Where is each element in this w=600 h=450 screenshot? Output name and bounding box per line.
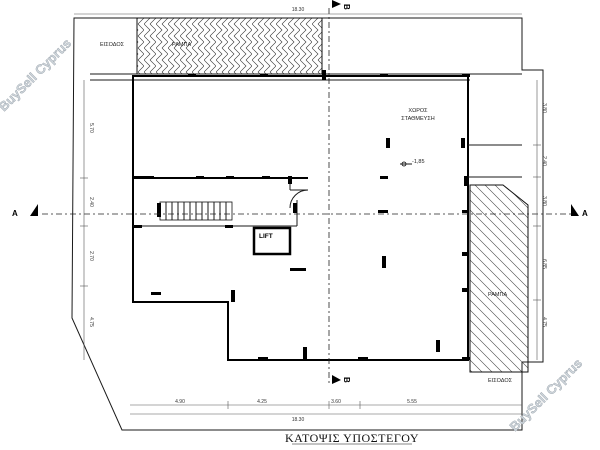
dim-top-total: 18.30 xyxy=(292,7,305,13)
ramp-label-top: ΡΑΜΠΑ xyxy=(172,42,191,48)
column xyxy=(157,203,161,217)
column xyxy=(378,210,388,213)
dim-right-part: 3.80 xyxy=(541,103,547,113)
column xyxy=(464,176,468,186)
door-swing xyxy=(289,189,309,209)
column xyxy=(231,290,235,302)
dim-bottom-part: 3.60 xyxy=(331,399,341,405)
column xyxy=(322,70,326,80)
dim-right-part: 6.85 xyxy=(541,259,547,269)
dim-bottom-part: 4.25 xyxy=(257,399,267,405)
section-arrow-a-left xyxy=(30,204,38,216)
watermark-left: BuySell Cyprus xyxy=(0,36,74,115)
entrance-label-bottom: ΕΙΣΟΔΟΣ xyxy=(488,378,513,384)
column xyxy=(462,288,468,292)
stair xyxy=(159,201,233,221)
ramp-label-right: ΡΑΜΠΑ xyxy=(488,292,507,298)
column xyxy=(188,74,196,77)
entrance-label-top: ΕΙΣΟΔΟΣ xyxy=(100,42,125,48)
plan-labels: ΕΙΣΟΔΟΣ ΡΑΜΠΑ ΧΩΡΟΣ ΣΤΑΘΜΕΥΣΗ -1,85 LIFT… xyxy=(100,42,513,384)
column xyxy=(196,176,204,179)
site-boundary xyxy=(71,17,544,431)
parking-label-2: ΣΤΑΘΜΕΥΣΗ xyxy=(401,116,435,122)
dim-right-part: 4.75 xyxy=(541,317,547,327)
column xyxy=(134,176,154,179)
dim-right-part: 2.40 xyxy=(541,156,547,166)
dim-bottom-part: 4.90 xyxy=(175,399,185,405)
column xyxy=(462,210,468,213)
lift-label: LIFT xyxy=(259,233,273,240)
section-arrow-b-top xyxy=(332,0,341,8)
column xyxy=(260,74,268,77)
column xyxy=(358,357,368,360)
parking-label-1: ΧΩΡΟΣ xyxy=(408,108,428,114)
column xyxy=(462,252,468,256)
dim-left-part: 2.70 xyxy=(88,251,94,261)
columns xyxy=(134,70,470,360)
column xyxy=(290,268,306,271)
section-lines xyxy=(30,0,579,386)
column xyxy=(151,292,161,295)
column xyxy=(382,256,386,268)
section-arrow-a-right xyxy=(571,204,579,216)
dimension-lines xyxy=(74,13,541,415)
dim-left-part: 5.70 xyxy=(88,123,94,133)
section-a-right: A xyxy=(582,209,588,218)
column xyxy=(134,225,142,228)
section-b-bottom: B xyxy=(342,377,351,383)
dim-left-part: 2.40 xyxy=(88,197,94,207)
column xyxy=(258,357,268,360)
level-label: -1,85 xyxy=(412,159,425,165)
column xyxy=(462,74,470,77)
column xyxy=(288,176,292,184)
column xyxy=(380,176,388,179)
column xyxy=(226,176,234,179)
drawing-title: ΚΑΤΟΨΙΣ ΥΠΟΣΤΕΓΟΥ xyxy=(285,431,419,445)
column xyxy=(380,74,388,77)
building-outline xyxy=(132,75,522,361)
section-arrow-b-bottom xyxy=(332,375,341,384)
section-letters: A A B B xyxy=(12,4,588,383)
section-b-top: B xyxy=(342,4,351,10)
column xyxy=(262,176,270,179)
top-ramp xyxy=(90,17,522,81)
dim-bottom-total: 18.30 xyxy=(292,417,305,423)
column xyxy=(436,340,440,352)
dim-right-part: 3.80 xyxy=(541,196,547,206)
section-a-left: A xyxy=(12,209,18,218)
column xyxy=(461,138,465,148)
dim-left-part: 4.75 xyxy=(88,317,94,327)
dimension-labels: 18.30 18.30 4.90 4.25 3.60 5.55 5.70 2.4… xyxy=(88,7,547,423)
column xyxy=(462,357,470,360)
dim-bottom-part: 5.55 xyxy=(407,399,417,405)
column xyxy=(225,225,233,228)
lift-shaft xyxy=(252,226,292,256)
level-marker xyxy=(400,161,412,167)
column xyxy=(386,138,390,148)
column xyxy=(303,347,307,359)
right-ramp xyxy=(469,184,529,373)
column xyxy=(293,203,297,213)
